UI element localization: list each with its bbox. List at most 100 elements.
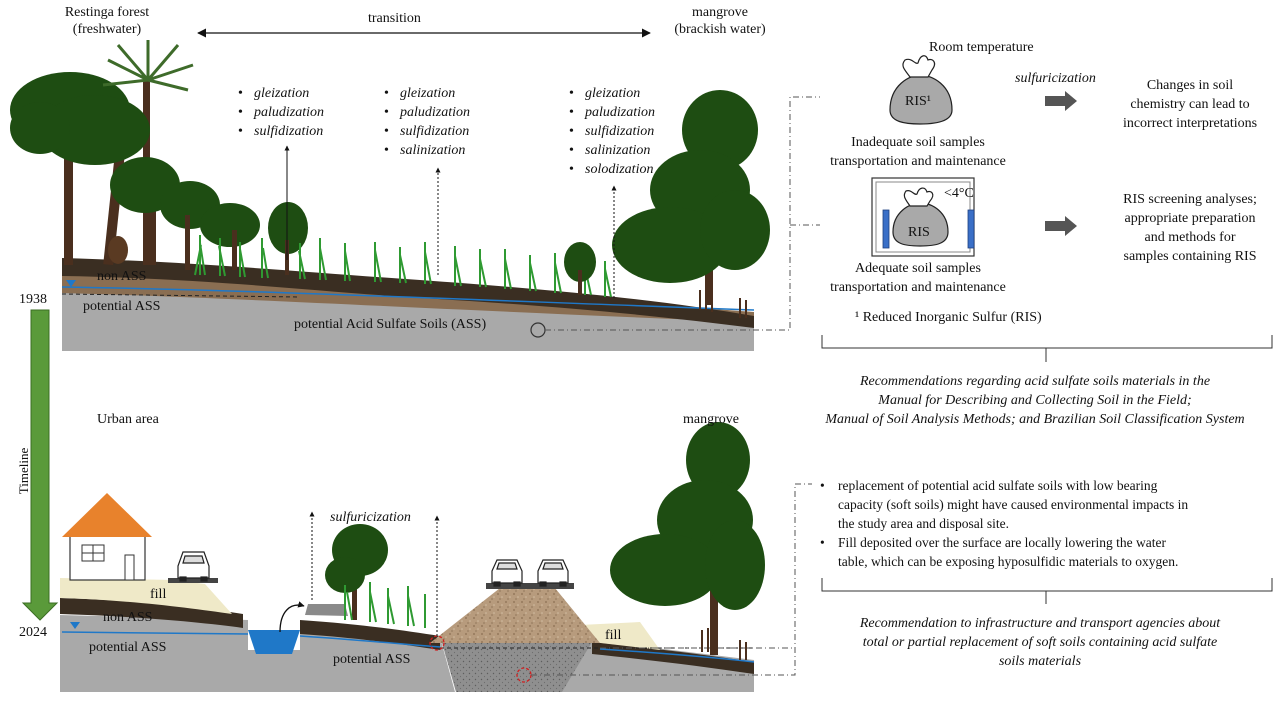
process-item: gleization (569, 84, 655, 103)
impact-1-line-1: replacement of potential acid sulfate so… (838, 478, 1158, 493)
timeline-text: Timeline (16, 447, 31, 495)
sample-leader-line (545, 96, 820, 331)
potential-acid-sulfate-label: potential Acid Sulfate Soils (ASS) (294, 317, 487, 332)
process-item: salinization (569, 141, 655, 160)
mangrove-label-2024: mangrove (683, 412, 739, 427)
year-2024: 2024 (19, 625, 47, 640)
road-surface-left (168, 578, 218, 583)
timeline-arrow (21, 309, 59, 621)
potential-ass-label-1938: potential ASS (83, 299, 161, 314)
ris-bag-room (889, 74, 953, 125)
screening-line-3: and methods for (1144, 230, 1236, 245)
profile-2024 (60, 422, 812, 692)
water-table-marker (66, 280, 76, 287)
mangrove-title: mangrove (692, 5, 748, 20)
recommendation-manuals: Recommendations regarding acid sulfate s… (790, 372, 1280, 429)
water-table-line (61, 286, 755, 311)
process-item: paludization (569, 103, 655, 122)
inadequate-transport-text: Inadequate soil samples transportation a… (820, 133, 1016, 171)
process-list-3: gleization paludization sulfidization sa… (569, 84, 655, 179)
process-list-2: gleization paludization sulfidization sa… (384, 84, 470, 160)
dark-topsoil-right (592, 642, 754, 674)
panel-bracket (821, 335, 1273, 362)
spoil-pile (305, 604, 348, 616)
inadequate-line-2: transportation and maintenance (830, 154, 1006, 169)
restinga-title: Restinga forest (64, 5, 150, 20)
recommendation-1-line-2: Manual for Describing and Collecting Soi… (878, 393, 1192, 408)
impact-2-line-1: Fill deposited over the surface are loca… (838, 535, 1167, 550)
ris-bag-cold-label: RIS (908, 225, 930, 240)
middle-vegetation (325, 524, 426, 628)
screening-line-4: samples containing RIS (1123, 249, 1257, 264)
result-arrow-1 (1045, 91, 1077, 111)
year-1938: 1938 (19, 292, 47, 307)
road-surface (486, 583, 574, 589)
dashed-boundary (61, 293, 301, 298)
restinga-subtitle: (freshwater) (72, 22, 142, 37)
recommendation-1-line-1: Recommendations regarding acid sulfate s… (859, 374, 1211, 389)
changes-line-3: incorrect interpretations (1122, 116, 1258, 131)
ris-footnote: ¹ Reduced Inorganic Sulfur (RIS) (855, 310, 1042, 325)
ice-pack-right (967, 209, 975, 249)
result-arrow-2 (1045, 216, 1077, 236)
adequate-line-2: transportation and maintenance (830, 280, 1006, 295)
dark-topsoil-middle (300, 620, 440, 650)
ris-bag-label: RIS¹ (905, 94, 931, 109)
room-temperature-label: Room temperature (929, 40, 1034, 55)
changes-line-2: chemistry can lead to (1130, 97, 1250, 112)
impact-2-line-2: table, which can be exposing hyposulfidi… (838, 554, 1179, 569)
timeline-label: Timeline (10, 421, 38, 521)
screening-line-1: RIS screening analyses; (1123, 192, 1257, 207)
mangrove-tree-top (564, 90, 770, 318)
impact-bracket (821, 578, 1273, 604)
mangrove-label: mangrove (brackish water) (655, 4, 785, 38)
process-item: solodization (569, 160, 655, 179)
process-item: gleization (238, 84, 324, 103)
impact-leader-line (531, 483, 812, 676)
fill-label-right: fill (605, 628, 622, 643)
recommendation-agencies: Recommendation to infrastructure and tra… (800, 614, 1280, 671)
dark-topsoil (62, 258, 754, 328)
changes-text: Changes in soil chemistry can lead to in… (1100, 76, 1280, 133)
screening-text: RIS screening analyses; appropriate prep… (1100, 190, 1280, 266)
process-item: paludization (238, 103, 324, 122)
adequate-transport-text: Adequate soil samples transportation and… (820, 259, 1016, 297)
profile-1938 (10, 40, 820, 351)
road-embankment (430, 588, 600, 643)
cold-temperature-label: <4°C (944, 186, 974, 201)
process-item: paludization (384, 103, 470, 122)
inadequate-line-1: Inadequate soil samples (851, 135, 985, 150)
recommendation-1-line-3: Manual of Soil Analysis Methods; and Bra… (825, 412, 1245, 427)
restinga-trees (10, 40, 308, 275)
changes-line-1: Changes in soil (1146, 78, 1234, 93)
impact-1-line-3: the study area and disposal site. (838, 516, 1009, 531)
car-left (177, 551, 210, 582)
process-item: sulfidization (238, 122, 324, 141)
house-illustration (62, 493, 152, 581)
water-table-2024 (61, 631, 755, 663)
process-item: sulfidization (384, 122, 470, 141)
impact-bullet-1: replacement of potential acid sulfate so… (820, 476, 1260, 533)
process-item: salinization (384, 141, 470, 160)
recommendation-2-line-2: total or partial replacement of soft soi… (862, 635, 1218, 650)
potential-ass-label-left: potential ASS (89, 640, 167, 655)
recommendation-2-line-3: soils materials (998, 654, 1082, 669)
fill-left (60, 578, 232, 614)
recommendation-2-line-1: Recommendation to infrastructure and tra… (859, 616, 1221, 631)
car-road-1 (491, 559, 523, 587)
non-ass-label-2024: non ASS (103, 610, 153, 625)
bag-knot-cold (903, 187, 934, 207)
gray-subsoil (62, 290, 754, 351)
bag-knot-room (902, 55, 936, 78)
car-road-2 (537, 559, 569, 587)
sulfuricization-label-top: sulfuricization (1015, 71, 1096, 86)
screening-line-2: appropriate preparation (1124, 211, 1256, 226)
spoil-curved-arrow (279, 601, 305, 633)
impact-1-line-2: capacity (soft soils) might have caused … (838, 497, 1189, 512)
process-item: sulfidization (569, 122, 655, 141)
process-item: gleization (384, 84, 470, 103)
process-list-1: gleization paludization sulfidization (238, 84, 324, 141)
impact-bullet-2: Fill deposited over the surface are loca… (820, 533, 1260, 571)
sample-panel (821, 55, 1273, 362)
